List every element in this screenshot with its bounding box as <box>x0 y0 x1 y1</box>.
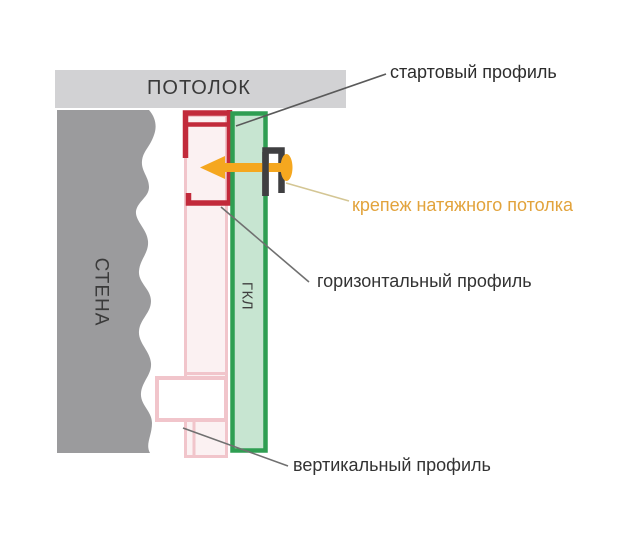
fastener-label: крепеж натяжного потолка <box>352 195 574 215</box>
horizontal-profile-red <box>182 110 233 206</box>
callout-line-fastener <box>285 182 350 202</box>
vertical-profile-label: вертикальный профиль <box>293 455 491 475</box>
callout-line-start-profile <box>235 73 387 127</box>
screw-arrow <box>200 154 293 181</box>
ceiling-label: ПОТОЛОК <box>147 77 251 99</box>
start-profile-label: стартовый профиль <box>390 62 557 82</box>
gkl-label: ГКЛ <box>238 281 256 311</box>
ceiling-slab <box>55 70 346 108</box>
wall-label: СТЕНА <box>90 257 112 327</box>
callout-line-vertical-profile <box>182 427 289 467</box>
horizontal-profile-label: горизонтальный профиль <box>317 271 532 291</box>
callout-line-horizontal-profile <box>220 206 310 283</box>
profile-cross-box <box>155 376 228 422</box>
wall-shape <box>57 110 156 453</box>
